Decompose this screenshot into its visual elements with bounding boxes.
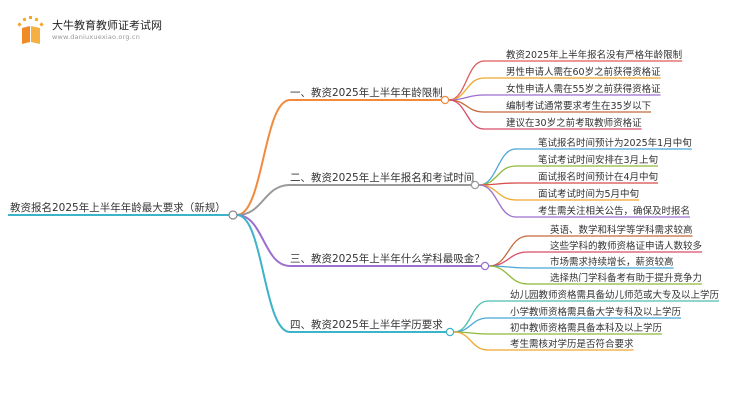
leaf-label: 考生需核对学历是否符合要求 xyxy=(510,338,634,350)
branch-collapse-toggle-4[interactable] xyxy=(445,327,455,337)
branch-label-4: 四、教资2025年上半年学历要求 xyxy=(290,318,443,331)
leaf-label: 小学教师资格需具备大学专科及以上学历 xyxy=(510,306,681,318)
site-logo[interactable]: 大牛教育教师证考试网 www.daniuxuexiao.org.cn xyxy=(14,14,214,46)
leaf-label: 面试考试时间为5月中旬 xyxy=(538,188,639,200)
leaf-label: 初中教师资格需具备本科及以上学历 xyxy=(510,322,662,334)
leaf-label: 编制考试通常要求考生在35岁以下 xyxy=(506,100,651,112)
leaf-label: 建议在30岁之前考取教师资格证 xyxy=(506,117,642,129)
book-icon xyxy=(14,14,48,46)
leaf-label: 笔试报名时间预计为2025年1月中旬 xyxy=(538,137,692,149)
leaf-label: 这些学科的教师资格证申请人数较多 xyxy=(550,240,702,252)
branch-collapse-toggle-1[interactable] xyxy=(440,95,450,105)
leaf-label: 笔试考试时间安排在3月上旬 xyxy=(538,154,658,166)
branch-label-1: 一、教资2025年上半年年龄限制 xyxy=(290,86,443,99)
branch-collapse-toggle-3[interactable] xyxy=(480,261,490,271)
leaf-label: 英语、数学和科学等学科需求较高 xyxy=(550,224,693,236)
branch-label-3: 三、教资2025年上半年什么学科最吸金？ xyxy=(290,252,485,265)
leaf-label: 考生需关注相关公告，确保及时报名 xyxy=(538,205,690,217)
leaf-label: 男性申请人需在60岁之前获得资格证 xyxy=(506,66,661,78)
leaf-label: 选择热门学科备考有助于提升竞争力 xyxy=(550,272,702,284)
leaf-label: 教资2025年上半年报名没有严格年龄限制 xyxy=(506,49,682,61)
leaf-label: 面试报名时间预计在4月中旬 xyxy=(538,171,658,183)
branch-label-2: 二、教资2025年上半年报名和考试时间 xyxy=(290,171,474,184)
leaf-label: 女性申请人需在55岁之前获得资格证 xyxy=(506,83,661,95)
root-node-label: 教资报名2025年上半年年龄最大要求（新规） xyxy=(10,201,226,214)
brand-name: 大牛教育教师证考试网 xyxy=(52,19,162,32)
leaf-label: 市场需求持续增长，薪资较高 xyxy=(550,256,674,268)
root-collapse-toggle[interactable] xyxy=(228,210,238,220)
branch-collapse-toggle-2[interactable] xyxy=(470,180,480,190)
brand-url: www.daniuxuexiao.org.cn xyxy=(52,33,141,41)
leaf-label: 幼儿园教师资格需具备幼儿师范或大专及以上学历 xyxy=(510,289,719,301)
